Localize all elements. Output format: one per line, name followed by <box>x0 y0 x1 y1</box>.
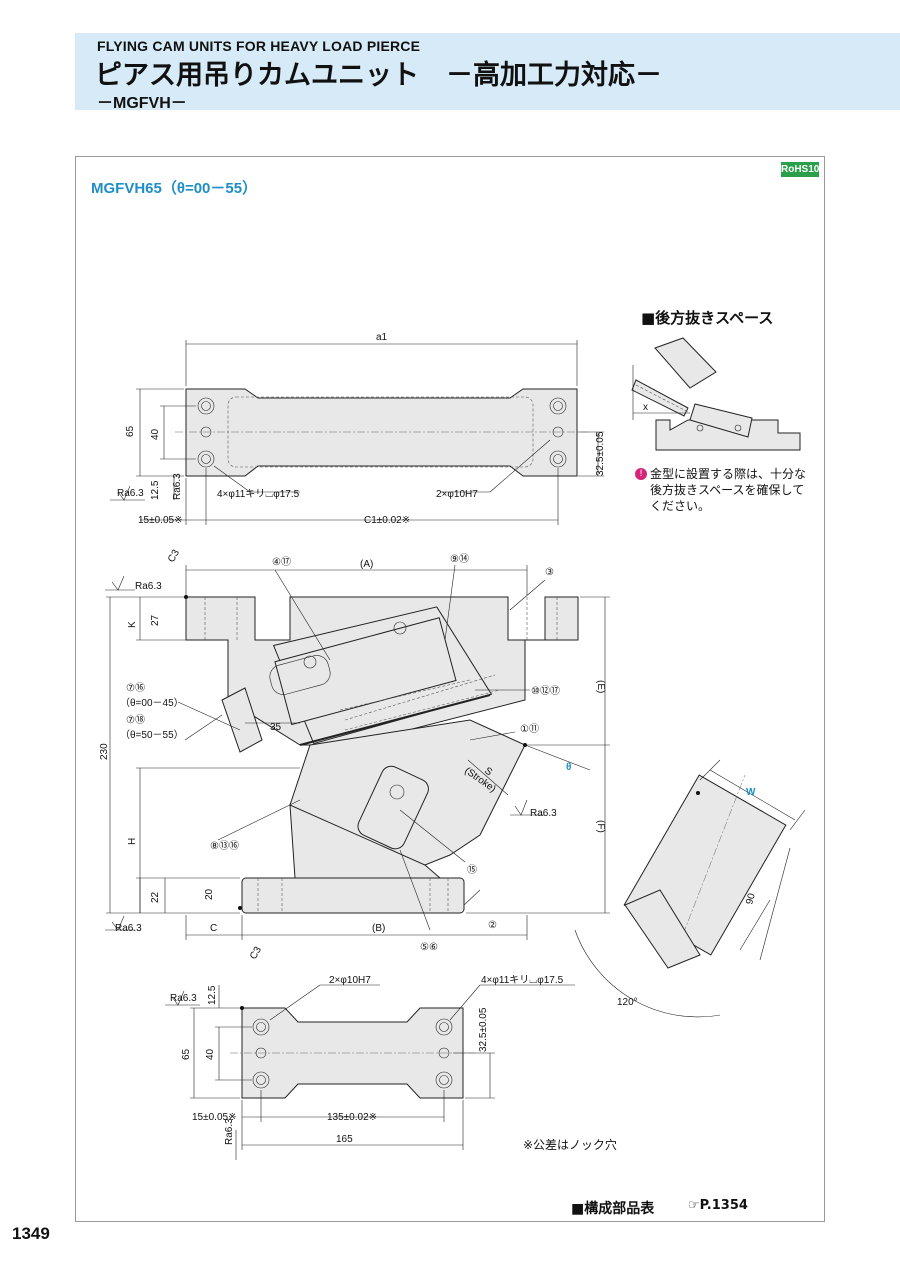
rohs-badge: RoHS10 <box>781 162 820 177</box>
part-4-17: ④⑰ <box>272 556 291 568</box>
dim-35: 35 <box>270 722 282 733</box>
ra-top: Ra6.3 <box>117 488 144 499</box>
parts-table-heading: ■構成部品表 <box>571 1201 655 1217</box>
holes-4-label: 4×φ11キリ⌴φ17.5 <box>217 489 300 500</box>
dim-x: x <box>643 402 648 413</box>
ra-bottom-side: Ra6.3 <box>224 1118 235 1145</box>
rear-space-title: ■後方抜きスペース <box>641 309 774 327</box>
dim-32-5-bottom: 32.5±0.05 <box>478 1007 489 1052</box>
caution-icon: ! <box>635 468 647 480</box>
rear-space-view: x <box>631 337 801 451</box>
dim-27: 27 <box>150 614 161 626</box>
ra-bottom-top: Ra6.3 <box>170 993 197 1004</box>
rear-space-note: 金型に設置する際は、十分な後方抜きスペースを確保してください。 <box>650 467 807 513</box>
ra-side-bottom: Ra6.3 <box>115 923 142 934</box>
dim-12-5-bottom: 12.5 <box>207 985 218 1005</box>
dim-W: W <box>746 787 756 798</box>
angle-theta: θ <box>566 762 571 773</box>
dim-22: 22 <box>150 891 161 903</box>
part-7-16-range: （θ=00－45） <box>120 697 184 709</box>
angled-view: W 90 120° <box>574 759 806 1018</box>
dim-K: K <box>127 621 138 628</box>
dim-C: C <box>210 923 217 934</box>
dim-12-5: 12.5 <box>150 480 161 500</box>
part-9-14: ⑨⑭ <box>450 553 469 565</box>
bottom-view: Ra6.3 12.5 2×φ10H7 4×φ11キリ⌴φ17.5 65 40 3… <box>165 975 575 1160</box>
dim-90: 90 <box>744 892 758 906</box>
model-label: MGFVH65（θ=00－55） <box>91 180 258 197</box>
subtitle: －MGFVH－ <box>97 95 187 112</box>
dim-B: (B) <box>372 923 385 934</box>
dim-F: (F) <box>595 820 606 833</box>
dim-H: H <box>127 838 138 845</box>
dim-15-bottom: 15±0.05※ <box>192 1112 236 1123</box>
ra-cam: Ra6.3 <box>530 808 557 819</box>
top-view: a1 65 40 12.5 Ra6.3 Ra6.3 32.5±0.05 4×φ1… <box>110 332 606 526</box>
title-en: FLYING CAM UNITS FOR HEAVY LOAD PIERCE <box>97 38 421 54</box>
dim-135: 135±0.02※ <box>327 1112 377 1123</box>
part-3: ③ <box>545 567 554 578</box>
part-2: ② <box>488 920 497 931</box>
dim-32-5: 32.5±0.05 <box>595 431 606 476</box>
header-banner: FLYING CAM UNITS FOR HEAVY LOAD PIERCE ピ… <box>75 33 900 112</box>
holes-2-bottom: 2×φ10H7 <box>329 975 371 986</box>
part-10-12-17: ⑩⑫⑰ <box>531 685 560 697</box>
part-8-13-16: ⑧⑬⑯ <box>210 840 239 852</box>
tolerance-note: ※公差はノック穴 <box>523 1138 617 1152</box>
ra-side-top: Ra6.3 <box>135 581 162 592</box>
dim-65: 65 <box>125 425 136 437</box>
chamfer-c3-bottom: C3 <box>248 945 264 962</box>
part-7-18-range: （θ=50－55） <box>120 729 184 741</box>
dim-E: (E) <box>595 680 606 693</box>
holes-4-bottom: 4×φ11キリ⌴φ17.5 <box>481 975 564 986</box>
dim-20: 20 <box>204 888 215 900</box>
dim-65-bottom: 65 <box>181 1048 192 1060</box>
title-jp: ピアス用吊りカムユニット －高加工力対応－ <box>95 60 662 91</box>
dim-40-bottom: 40 <box>205 1048 216 1060</box>
part-15: ⑮ <box>467 864 477 876</box>
dim-c1: C1±0.02※ <box>364 515 410 526</box>
dim-a1: a1 <box>376 332 388 343</box>
ra-side: Ra6.3 <box>172 473 183 500</box>
dim-165: 165 <box>336 1134 353 1145</box>
holes-2-label: 2×φ10H7 <box>436 489 478 500</box>
part-5-6: ⑤⑥ <box>420 942 438 953</box>
dim-A: (A) <box>360 559 373 570</box>
drawing-frame <box>75 156 825 1222</box>
dim-40: 40 <box>150 428 161 440</box>
dim-15: 15±0.05※ <box>138 515 182 526</box>
side-view: (A) C3 Ra6.3 K 27 230 H 22 20 (E) (F) C … <box>99 548 610 962</box>
part-1-11: ①⑪ <box>520 723 539 735</box>
angle-120: 120° <box>617 997 638 1008</box>
page-number: 1349 <box>12 1224 50 1243</box>
dim-230: 230 <box>99 743 110 760</box>
part-7-16: ⑦⑯ <box>126 682 145 694</box>
chamfer-c3-top: C3 <box>166 548 182 565</box>
parts-page-link[interactable]: ☞P.1354 <box>688 1198 748 1213</box>
part-7-18: ⑦⑱ <box>126 714 145 726</box>
